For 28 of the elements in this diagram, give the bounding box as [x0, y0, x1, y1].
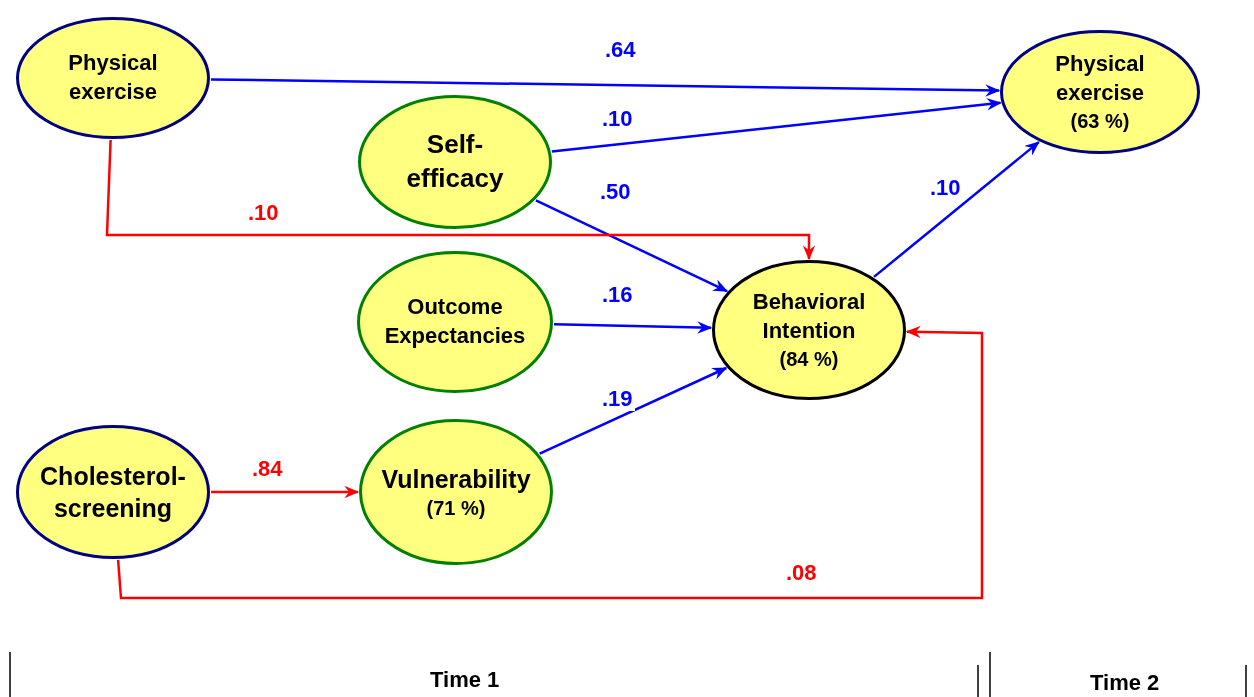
variance-label: (84 %): [779, 346, 839, 372]
path-arrow: [105, 139, 816, 261]
construct-label: Physical exercise: [1054, 50, 1146, 107]
path-arrow: [551, 98, 1002, 153]
variance-label: (71 %): [426, 496, 486, 522]
construct-oval: [712, 260, 906, 400]
path-arrow: [535, 199, 729, 293]
path-arrow: [539, 366, 728, 455]
construct-oval: [359, 419, 553, 565]
construct-oval: [357, 251, 553, 393]
construct-label: Vulnerability: [381, 463, 531, 495]
construct-label: Cholesterol-screening: [39, 460, 187, 524]
construct-label: Outcome Expectancies: [383, 293, 527, 350]
path-arrow: [553, 321, 713, 334]
construct-oval: [16, 17, 210, 139]
path-arrow: [211, 485, 360, 499]
construct-oval: [16, 425, 210, 559]
construct-oval: [1000, 30, 1200, 154]
construct-label: Self-efficacy: [405, 128, 505, 195]
path-arrow: [211, 78, 1001, 97]
construct-label: Behavioral Intention: [751, 288, 867, 345]
path-arrow: [873, 141, 1040, 278]
path-arrow: [116, 325, 984, 600]
time-label: Time 1: [430, 667, 500, 693]
variance-label: (63 %): [1070, 108, 1130, 134]
time-label: Time 2: [1090, 670, 1160, 696]
construct-label: Physical exercise: [67, 49, 159, 106]
construct-oval: [358, 95, 552, 229]
